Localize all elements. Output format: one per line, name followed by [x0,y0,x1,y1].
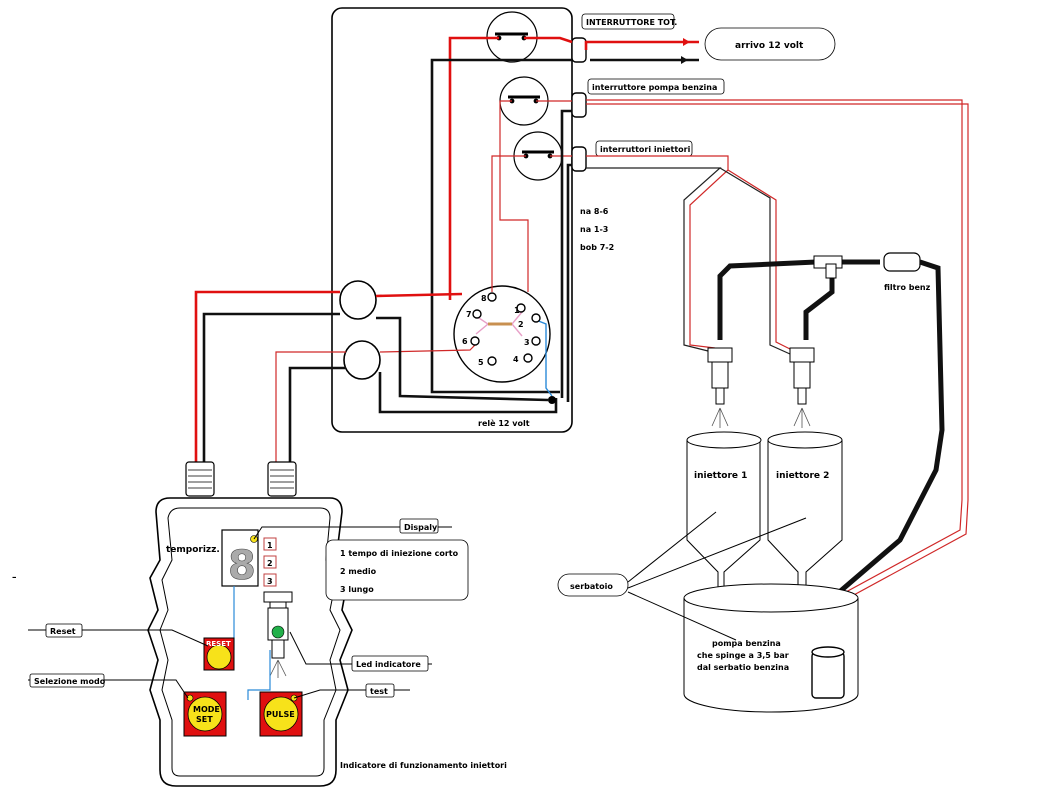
mode-number-2: 2 [267,559,273,568]
display-label: Dispaly [404,523,438,532]
injector-1-label: iniettore 1 [694,471,747,481]
relay-socket [453,285,551,383]
mode-set-button[interactable] [183,691,227,737]
mode-label: Selezione modo [34,677,106,686]
reset-button-label[interactable]: RESET [206,640,231,648]
connector-left-bottom [343,340,381,380]
connector-main [571,37,587,63]
pulse-button[interactable] [259,691,303,737]
tank-pointers [627,511,807,641]
relay-pin-7: 7 [466,310,472,319]
switch-relay-box [331,7,573,433]
left-dash: – [12,573,17,583]
cylinder-2 [767,431,843,599]
relay-label: relè 12 volt [478,418,530,428]
mode-item-2: 2 medio [340,567,377,576]
reset-button[interactable] [203,637,235,671]
main-switch-label-box [581,13,675,30]
pump-switch-label-box [587,78,725,95]
reset-label: Reset [50,627,76,636]
relay-pin-8: 8 [481,294,487,303]
tank-callout [557,573,629,597]
supply-callout [704,27,836,61]
pulse-button-label[interactable]: PULSE [266,710,295,719]
mode-list-box [325,539,469,601]
led-injector-icon [263,591,293,678]
fuel-rail [717,255,880,340]
mode-item-1: 1 tempo di iniezione corto [340,549,459,558]
relay-pin-4: 4 [513,355,519,364]
test-label-box [365,683,395,698]
mode-indicators [263,537,277,587]
mode-item-3: 3 lungo [340,585,374,594]
display-digit: 8 [228,543,256,589]
footer-label: Indicatore di funzionamento iniettori [340,761,507,770]
fuel-filter [883,252,921,272]
mode-number-3: 3 [267,577,273,586]
relay-pins: 1 2 3 4 5 6 7 8 [462,292,541,367]
relay-pin-1: 1 [514,306,520,315]
display-pointer [253,526,452,540]
pump-switch [499,76,549,126]
pump-text-2: che spinge a 3,5 bar [697,651,789,660]
relay-pin-6: 6 [462,337,468,346]
main-switch-label: INTERRUTTORE TOT. [586,18,677,27]
connector-left-top [339,280,377,320]
connector-injectors [571,146,587,172]
injector-2-label: iniettore 2 [776,471,829,481]
supply-label: arrivo 12 volt [735,41,804,51]
controller-cables [194,290,346,470]
relay-pin-3: 3 [524,338,530,347]
led-label: Led indicatore [356,660,421,669]
injector-1 [707,347,733,428]
mode-set-button-label-2[interactable]: SET [196,715,213,724]
reset-label-box [45,623,83,638]
mode-number-1: 1 [267,541,273,550]
mode-label-box [29,673,105,688]
relay-note-1: na 8-6 [580,207,609,216]
test-label: test [370,687,388,696]
filter-label: filtro benz [884,283,931,292]
pump-wiring [586,99,969,648]
fuel-pump [811,646,845,699]
relay-pin-5: 5 [478,358,484,367]
pump-switch-label: interruttore pompa benzina [592,83,717,92]
box-wiring [375,36,699,414]
relay-pin-2: 2 [518,320,524,329]
pump-text-1: pompa benzina [712,639,781,648]
injector-wiring [586,155,793,355]
mode-set-button-label-1[interactable]: MODE [193,705,220,714]
cylinder-1 [686,431,762,599]
tank-label: serbatoio [570,582,613,591]
timer-label: temporizz. [166,545,220,555]
injector-switch-label: interruttori iniettori [600,145,691,154]
led-label-box [351,655,429,672]
injector-2 [789,347,815,428]
relay-note-3: bob 7-2 [580,243,614,252]
relay-note-2: na 1-3 [580,225,608,234]
controller-glands [185,461,297,497]
pump-text-3: dal serbatio benzina [697,663,789,672]
display-label-box [399,518,439,534]
connector-pump [571,92,587,118]
